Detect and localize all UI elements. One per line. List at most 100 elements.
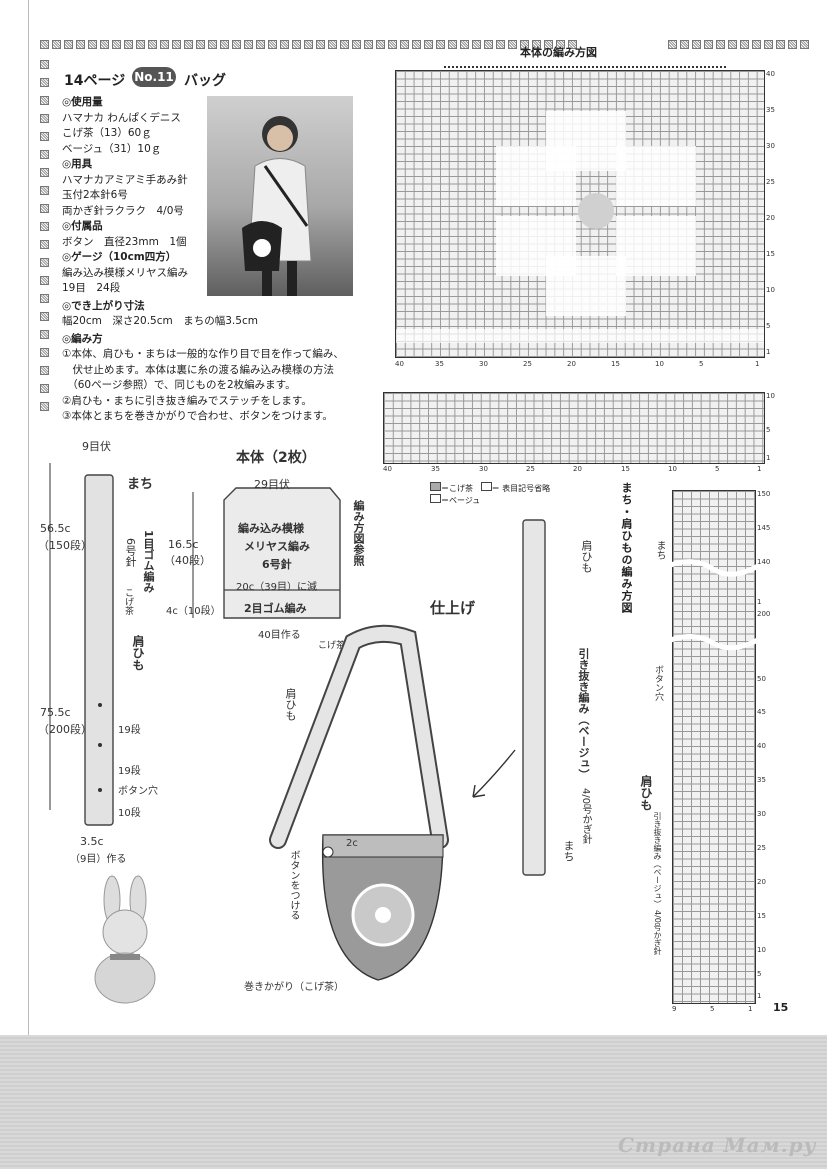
strap-rows-c: 10段 — [118, 808, 141, 819]
y-tick: 15 — [757, 912, 766, 920]
y-tick: 1 — [757, 598, 762, 606]
x-tick: 35 — [431, 465, 440, 473]
strap-chart-label-strap: 肩ひも — [639, 775, 653, 811]
top-border-right — [668, 40, 809, 49]
y-tick: 40 — [757, 742, 766, 750]
materials-line: ハマナカ わんぱくデニス — [62, 111, 181, 124]
body-chart-lower-grid — [383, 392, 765, 464]
body-rib-height: 4c（10段） — [166, 606, 221, 617]
finish-title: 仕上げ — [430, 599, 476, 617]
size-line: 幅20cm 深さ20.5cm まちの幅3.5cm — [62, 315, 258, 327]
body-diagram-title: 本体（2枚） — [236, 450, 316, 466]
x-tick: 1 — [755, 360, 760, 368]
bunny-illustration — [94, 875, 156, 1004]
y-tick: 140 — [757, 558, 771, 566]
y-tick: 5 — [766, 426, 771, 434]
strap-rows-lower: （200段） — [38, 723, 92, 736]
y-tick: 30 — [766, 142, 775, 150]
body-color: こげ茶 — [318, 641, 346, 651]
strap-and-machi-piece — [522, 519, 546, 876]
finish-hook-label: 4/0号かぎ針 — [580, 788, 591, 845]
page-reference: 14ページ — [64, 73, 126, 89]
x-tick: 20 — [573, 465, 582, 473]
legend-note-swatch — [480, 482, 492, 491]
method-line: ③本体とまちを巻きかがりで合わせ、ボタンをつけます。 — [62, 410, 333, 422]
x-tick: 40 — [395, 360, 404, 368]
girl-with-bag-illustration — [242, 116, 312, 296]
strap-chart-label-machi: まち — [654, 540, 665, 560]
strap-width-label: 9目伏 — [82, 440, 111, 453]
x-tick: 25 — [523, 360, 532, 368]
finish-machi-label: まち — [562, 840, 575, 862]
y-tick: 50 — [757, 675, 766, 683]
x-tick: 20 — [567, 360, 576, 368]
body-chart-upper-y-ticks: 40 35 30 25 20 15 10 5 1 — [766, 70, 786, 360]
strap-length-lower: 75.5c — [40, 706, 71, 719]
scan-background — [0, 1035, 827, 1169]
strap-chart-title: まち・肩ひもの編み方図 — [620, 482, 633, 614]
y-tick: 20 — [766, 214, 775, 222]
body-pattern-line1: 編み込み模様 — [238, 522, 304, 535]
method-line: ②肩ひも・まちに引き抜き編みでステッチをします。 — [62, 394, 312, 407]
body-rib: 2目ゴム編み — [244, 602, 307, 615]
x-tick: 25 — [526, 465, 535, 473]
gauge-line: 19目 24段 — [62, 282, 121, 294]
strap-cast-stitches: （9目）作る — [70, 854, 127, 865]
body-chart-upper-grid — [395, 70, 765, 358]
strap-chart-grid — [667, 490, 765, 1004]
gauge-line: 編み込み模様メリヤス編み — [62, 266, 188, 279]
x-tick: 35 — [435, 360, 444, 368]
x-tick: 1 — [757, 465, 762, 473]
strap-rib-label: 1目ゴム編み — [142, 530, 155, 593]
y-tick: 10 — [766, 286, 775, 294]
materials-section: ◎使用量 ハマナカ わんぱくデニス こげ茶（13）60ｇ ベージュ（31）10ｇ… — [62, 95, 344, 425]
strap-cast-width: 3.5c — [80, 835, 104, 848]
finish-dim-label: 2c — [346, 838, 358, 849]
tools-heading: ◎用具 — [62, 158, 93, 170]
x-tick: 5 — [715, 465, 720, 473]
body-ref: 編み方図参照 — [352, 500, 365, 566]
finished-bag-illustration — [269, 624, 449, 981]
body-chart-upper-x-ticks: 40 35 30 25 20 15 10 5 1 — [395, 360, 765, 370]
strap-chart-x-ticks: 9 5 1 — [672, 1005, 756, 1015]
strap-chart-break-lines — [667, 559, 765, 651]
strap-rows-a: 19段 — [118, 725, 141, 736]
y-tick: 45 — [757, 708, 766, 716]
body-chart-title: 本体の編み方図 — [520, 46, 597, 59]
strap-length-upper: 56.5c — [40, 522, 71, 535]
y-tick: 35 — [766, 106, 775, 114]
x-tick: 10 — [668, 465, 677, 473]
x-tick: 5 — [699, 360, 704, 368]
body-chart-lower-y-ticks: 10 5 1 — [766, 392, 786, 466]
legend-dark-label: ＝こげ茶 — [441, 484, 473, 493]
finish-button-label: ボタンをつける — [288, 850, 299, 920]
strap-rows-b: 19段 — [118, 766, 141, 777]
y-tick: 1 — [766, 454, 771, 462]
strap-button-hole: ボタン穴 — [118, 786, 158, 797]
watermark-logo: Страна Мам.ру — [618, 1133, 817, 1157]
body-height: 16.5c — [168, 538, 199, 551]
y-tick: 40 — [766, 70, 775, 78]
tools-line: 玉付2本針6号 — [62, 189, 128, 201]
top-border-left — [40, 40, 577, 49]
legend-light-label: ＝ベージュ — [441, 496, 481, 505]
method-line: （60ページ参照）で、同じものを2枚編みます。 — [62, 379, 296, 391]
strap-chart-label-hook: 4/0号かぎ針 — [653, 910, 662, 955]
x-tick: 30 — [479, 465, 488, 473]
strap-chart-y-ticks: 150 145 140 1 200 50 45 40 35 30 25 20 1… — [757, 490, 777, 1005]
x-tick: 1 — [748, 1005, 753, 1013]
strap-color-label: こげ茶 — [123, 588, 133, 615]
method-line: ①本体、肩ひも・まちは一般的な作り目で目を作って編み、 — [62, 348, 344, 360]
x-tick: 15 — [611, 360, 620, 368]
body-pattern-line2: メリヤス編み — [244, 540, 310, 553]
tools-line: 両かぎ針ラクラク 4/0号 — [62, 204, 184, 217]
materials-line: こげ茶（13）60ｇ — [62, 127, 152, 139]
materials-line: ベージュ（31）10ｇ — [62, 142, 162, 155]
body-rows: （40段） — [164, 554, 211, 567]
gauge-heading: ◎ゲージ（10cm四方） — [62, 251, 177, 263]
x-tick: 5 — [710, 1005, 715, 1013]
flower-motif — [396, 111, 764, 343]
body-top-label: 29目伏 — [254, 478, 290, 491]
y-tick: 35 — [757, 776, 766, 784]
finish-strap-label: 肩ひも — [284, 688, 297, 721]
